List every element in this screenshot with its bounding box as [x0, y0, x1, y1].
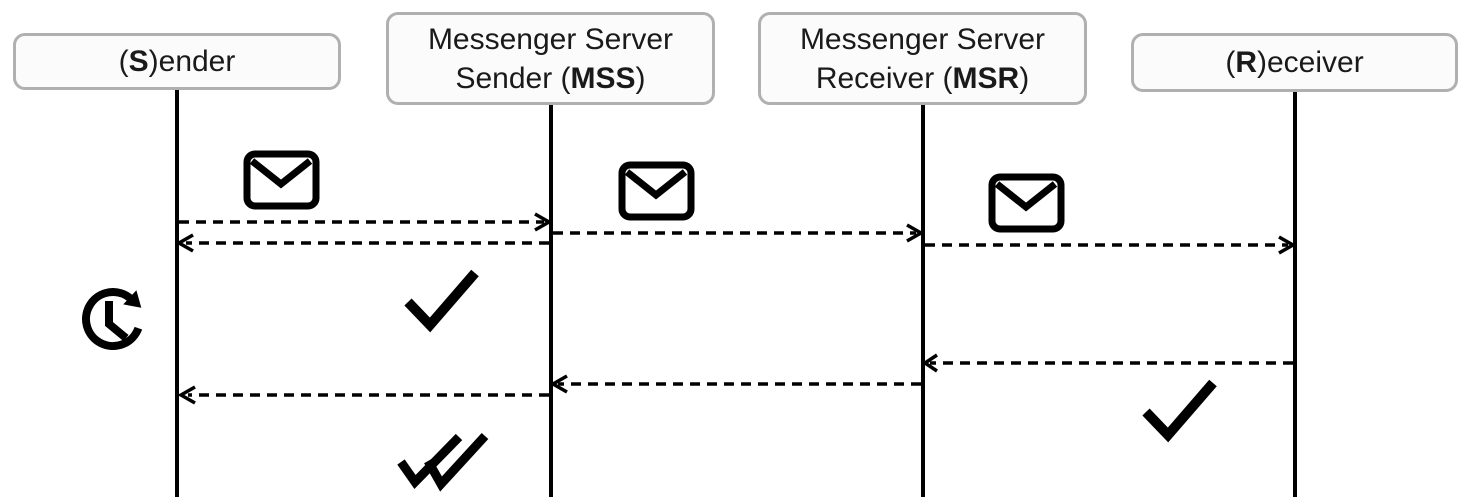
actor-label-msr-line1: Messenger Server — [799, 22, 1046, 56]
actor-box-mss: Messenger Server Sender (MSS) — [386, 12, 715, 105]
arrow-receiver-to-msr-ack — [921, 353, 1293, 373]
actor-label-mss-line2: Sender (MSS) — [455, 61, 646, 95]
pending-clock-icon — [82, 288, 143, 351]
arrow-sender-to-mss — [179, 212, 553, 232]
actor-box-msr: Messenger Server Receiver (MSR) — [758, 12, 1087, 105]
single-check-icon — [1142, 379, 1217, 443]
actor-box-receiver: (R)eceiver — [1131, 33, 1458, 92]
arrow-msr-to-mss-ack — [549, 374, 921, 394]
message-envelope-icon — [988, 173, 1065, 233]
actor-box-sender: (S)ender — [13, 33, 341, 90]
actor-label-receiver: (R)eceiver — [1225, 46, 1364, 79]
message-envelope-icon — [243, 150, 320, 210]
double-check-icon — [397, 432, 489, 492]
arrow-msr-to-receiver — [925, 235, 1297, 255]
actor-label-sender: (S)ender — [118, 45, 236, 78]
single-check-icon — [404, 269, 479, 333]
arrow-mss-to-msr — [553, 223, 925, 243]
actor-label-mss-line1: Messenger Server — [427, 22, 674, 56]
actor-label-msr-line2: Receiver (MSR) — [815, 61, 1030, 95]
arrow-mss-to-sender-ack — [175, 233, 549, 253]
arrow-mss-to-sender-delivered — [177, 385, 549, 405]
message-envelope-icon — [618, 161, 695, 221]
